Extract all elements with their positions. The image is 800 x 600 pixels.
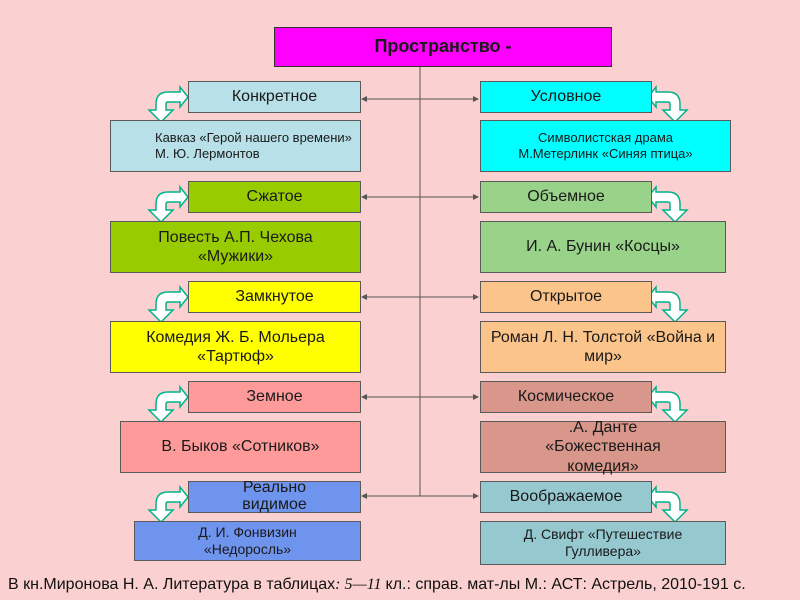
bent-arrow-icon <box>647 184 689 224</box>
example-conditional: Символистская драма М.Метерлинк «Синяя п… <box>480 120 731 172</box>
example-voluminous: И. А. Бунин «Косцы» <box>480 221 726 273</box>
citation-part: : 5—11 <box>335 576 386 593</box>
bent-arrow-icon <box>647 484 689 524</box>
example-open: Роман Л. Н. Толстой «Война и мир» <box>480 321 726 373</box>
type-closed: Замкнутое <box>188 281 361 313</box>
citation-part: кл.: справ. мат-лы М.: АСТ: Астрель, 201… <box>385 576 746 593</box>
type-compressed: Сжатое <box>188 181 361 213</box>
example-real-visible: Д. И. Фонвизин «Недоросль» <box>134 521 361 561</box>
bent-arrow-icon <box>647 384 689 424</box>
example-compressed: Повесть А.П. Чехова «Мужики» <box>110 221 361 273</box>
example-concrete: Кавказ «Герой нашего времени» М. Ю. Лерм… <box>110 120 361 172</box>
bent-arrow-icon <box>147 484 189 524</box>
example-earthly: В. Быков «Сотников» <box>120 421 361 473</box>
type-cosmic: Космическое <box>480 381 652 413</box>
bent-arrow-icon <box>647 84 689 124</box>
example-cosmic: .А. Данте «Божественная комедия» <box>480 419 726 475</box>
type-concrete: Конкретное <box>188 81 361 113</box>
type-voluminous: Объемное <box>480 181 652 213</box>
bent-arrow-icon <box>147 84 189 124</box>
source-citation: В кн.Миронова Н. А. Литература в таблица… <box>8 576 800 600</box>
example-imaginary: Д. Свифт «Путешествие Гулливера» <box>480 521 726 565</box>
bent-arrow-icon <box>147 284 189 324</box>
bent-arrow-icon <box>147 184 189 224</box>
type-earthly: Земное <box>188 381 361 413</box>
example-closed: Комедия Ж. Б. Мольера «Тартюф» <box>110 321 361 373</box>
type-conditional: Условное <box>480 81 652 113</box>
bent-arrow-icon <box>147 384 189 424</box>
bent-arrow-icon <box>647 284 689 324</box>
type-real-visible: Реально видимое <box>188 479 361 513</box>
diagram-title: Пространство - <box>274 27 612 67</box>
citation-part: В кн.Миронова Н. А. Литература в таблица… <box>8 576 336 593</box>
type-imaginary: Воображаемое <box>480 481 652 513</box>
type-open: Открытое <box>480 281 652 313</box>
